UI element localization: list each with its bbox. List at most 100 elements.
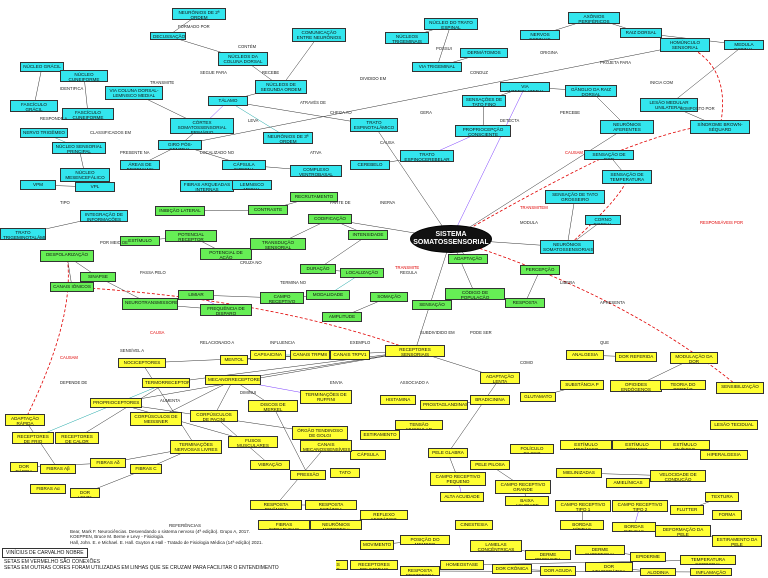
concept-node-y63[interactable]: NEURÔNIOS MOTORES γ [310, 520, 362, 530]
concept-node-y54[interactable]: HISTAMINA [380, 395, 416, 405]
concept-node-g2[interactable]: POTENCIAL RECEPTOR [165, 230, 217, 242]
concept-node-y67[interactable]: CINESTESIA [455, 520, 493, 530]
concept-node-y17[interactable]: FIBRAS Aδ [90, 458, 126, 468]
concept-node-y14[interactable]: ADAPTAÇÃO RÁPIDA [5, 414, 45, 426]
concept-node-c36[interactable]: FASCÍCULO GRÁCIL [10, 100, 58, 112]
concept-node-c9[interactable]: TRATO ESPINOTALÂMICO [350, 118, 398, 132]
concept-node-c45[interactable]: COMUNICAÇÃO ENTRE NEURÔNIOS [292, 28, 346, 42]
concept-node-y87[interactable]: INFLAMAÇÃO [690, 568, 732, 576]
concept-node-y72[interactable]: FLUTTER [670, 505, 704, 515]
concept-node-y76[interactable]: ESTIRAMENTO DA PELE [712, 535, 762, 547]
concept-node-c48[interactable]: SENSAÇÃO DE TATO GROSSEIRO [545, 190, 605, 204]
concept-node-y5[interactable]: PROPRIOCEPTORES [90, 398, 142, 408]
concept-node-g7[interactable]: DURAÇÃO [300, 264, 336, 274]
concept-node-g14[interactable]: SINAPSE [80, 272, 116, 282]
concept-node-y12[interactable]: RECEPTORES DE FRIO [12, 432, 54, 444]
concept-node-y27[interactable]: TENSÃO MUSCULAR [395, 420, 443, 430]
concept-node-y24[interactable]: PRESSÃO [290, 470, 326, 480]
concept-node-c25[interactable]: PROPRIOCEPÇÃO CONSCIENTE [455, 125, 511, 137]
concept-node-y74[interactable]: FORMA [712, 510, 742, 520]
concept-node-y51[interactable]: GLUTAMATO [520, 392, 556, 402]
concept-node-c20[interactable]: LESÃO MEDULAR UNILATERAL [640, 98, 698, 112]
concept-node-y32[interactable]: ESTÍMULO MECÂNICO [560, 440, 612, 450]
concept-node-y59[interactable]: CANAIS MECANOSSENSÍVEIS [300, 440, 352, 452]
concept-node-g13[interactable]: NEUROTRANSMISSORES [122, 298, 178, 310]
concept-node-y62[interactable]: FIBRAS INTRAFUSAIS [258, 520, 310, 530]
concept-node-c16[interactable]: RAIZ DORSAL [620, 28, 662, 38]
concept-node-c37[interactable]: FASCÍCULO CUNEIFORME [62, 108, 114, 120]
concept-node-y7[interactable]: CORPÚSCULOS DE PACINI [190, 410, 238, 422]
concept-node-y19[interactable]: FIBRAS Aβ [40, 464, 76, 474]
concept-node-c27[interactable]: CEREBELO [350, 160, 390, 170]
concept-node-c3[interactable]: NÚCLEOS DA COLUNA DORSAL [218, 52, 268, 66]
concept-node-c40[interactable]: NÚCLEO MESENCEFÁLICO [60, 168, 110, 182]
concept-node-y11[interactable]: ÓRGÃO TENDINOSO DE GOLGI [292, 426, 348, 440]
concept-node-y43[interactable]: HIPERALGESIA [700, 450, 748, 460]
concept-node-y55[interactable]: CANAIS TRPV1 [330, 350, 370, 360]
concept-node-g18[interactable]: CONTRASTE [248, 205, 288, 215]
concept-node-c10[interactable]: NÚCLEOS TRIGEMINAIS [385, 32, 429, 44]
central-concept-node[interactable]: SISTEMA SOMATOSSENSORIAL [410, 225, 492, 253]
concept-node-c30[interactable]: GIRO PÓS-CENTRAL [158, 140, 202, 150]
concept-node-g19[interactable]: RECRUTAMENTO [290, 192, 338, 202]
concept-node-c13[interactable]: DERMÁTOMOS [460, 48, 508, 58]
concept-node-c43[interactable]: TRATO TRIGEMINOTALÂMICO [0, 228, 46, 240]
concept-node-y89[interactable]: RECEPTORES POLIMODAIS [350, 560, 398, 570]
concept-node-g21[interactable]: RESPOSTA [505, 298, 545, 308]
concept-node-y25[interactable]: TATO [330, 468, 360, 478]
concept-node-c29[interactable]: CÁPSULA INTERNA [222, 160, 266, 170]
concept-node-c46[interactable]: SENSAÇÃO DE DOR [584, 150, 634, 160]
concept-node-c47[interactable]: SENSAÇÃO DE TEMPERATURA [602, 170, 652, 184]
concept-node-y6[interactable]: CORPÚSCULOS DE MEISSNER [130, 412, 182, 426]
concept-node-g15[interactable]: DESPOLARIZAÇÃO [40, 250, 94, 262]
concept-node-g24[interactable]: SOMAÇÃO [370, 292, 408, 302]
concept-node-y84[interactable]: DOR AGUDA [540, 566, 576, 576]
concept-node-c23[interactable]: VIA ANTEROLATERAL [500, 82, 550, 92]
concept-node-y22[interactable]: DOR LENTA [70, 488, 100, 498]
concept-node-y85[interactable]: DOR NEUROPÁTICA [585, 562, 633, 572]
concept-node-y3[interactable]: TERMORRECEPTORES [142, 378, 190, 388]
concept-node-g16[interactable]: CANAIS IÔNICOS [50, 282, 94, 292]
concept-node-y70[interactable]: BORDAS NÍTIDAS [560, 520, 604, 530]
concept-node-c5[interactable]: NÚCLEOS DE SEGUNDA ORDEM [255, 80, 307, 94]
concept-node-g26[interactable]: SENSAÇÃO [412, 300, 452, 310]
concept-node-y77[interactable]: LAMELAS CONCÊNTRICAS [470, 540, 522, 552]
concept-node-y88[interactable]: RESPOSTA PROTETORA [400, 566, 440, 576]
concept-node-c42[interactable]: VPL [75, 182, 115, 192]
concept-node-c12[interactable]: VIA TRIGEMINAL [412, 62, 462, 72]
concept-node-y26[interactable]: ESTIRAMENTO [360, 430, 400, 440]
concept-node-y79[interactable]: DERME SUPERFICIAL [575, 545, 625, 555]
concept-node-y71[interactable]: BORDAS DIFUSAS [612, 522, 656, 532]
concept-node-y40[interactable]: MIELINIZADAS [556, 468, 602, 478]
concept-node-g6[interactable]: INTENSIDADE [348, 230, 388, 240]
concept-node-c6[interactable]: TÁLAMO [208, 96, 248, 106]
concept-node-y2[interactable]: MECANORRECEPTORES [205, 375, 261, 385]
concept-node-c50[interactable]: CORNO DORSAL [585, 215, 621, 225]
concept-node-c18[interactable]: MEDULA ESPINAL [724, 40, 764, 50]
concept-node-y80[interactable]: EPIDERME [630, 552, 666, 562]
concept-node-y49[interactable]: TEORIA DO PORTÃO [660, 380, 706, 390]
concept-node-g11[interactable]: LIMIAR [178, 290, 214, 300]
concept-node-y20[interactable]: FIBRAS Aα [30, 484, 66, 494]
concept-node-c4[interactable]: VIA COLUNA DORSAL-LEMNISCO MEDIAL [105, 86, 163, 100]
concept-node-y75[interactable]: DEFORMAÇÃO DA PELE [655, 525, 711, 537]
concept-node-c26[interactable]: TRATO ESPINOCEREBELAR [400, 150, 454, 162]
concept-node-g9[interactable]: MODALIDADE [306, 290, 350, 300]
concept-node-g3[interactable]: POTENCIAL DE AÇÃO [200, 248, 252, 260]
concept-node-y28[interactable]: CÁPSULA [350, 450, 386, 460]
concept-node-g8[interactable]: LOCALIZAÇÃO [340, 268, 384, 278]
concept-node-c24[interactable]: SENSAÇÕES DE TATO FINO [462, 95, 506, 107]
concept-node-y83[interactable]: DOR CRÔNICA [492, 564, 532, 574]
concept-node-c1[interactable]: NEURÔNIOS DE 2ª ORDEM [172, 8, 226, 20]
concept-node-y41[interactable]: AMIELÍNICAS [606, 478, 650, 488]
concept-node-c35[interactable]: NÚCLEO CUNEIFORME [60, 70, 108, 82]
concept-node-y56[interactable]: CANAIS TRPM8 [290, 350, 330, 360]
concept-node-g20[interactable]: CÓDIGO DE POPULAÇÃO [445, 288, 505, 300]
concept-node-c32[interactable]: FIBRAS ARQUEADAS INTERNAS [180, 180, 234, 192]
concept-node-y66[interactable]: MOVIMENTO [360, 540, 394, 550]
concept-node-y23[interactable]: VIBRAÇÃO [250, 460, 290, 470]
concept-node-c19[interactable]: SÍNDROME BROWN-SÉQUARD [690, 120, 750, 134]
concept-node-y73[interactable]: TEXTURA [705, 492, 739, 502]
concept-node-y18[interactable]: FIBRAS C [130, 464, 162, 474]
concept-node-y15[interactable]: ADAPTAÇÃO LENTA [480, 372, 520, 384]
